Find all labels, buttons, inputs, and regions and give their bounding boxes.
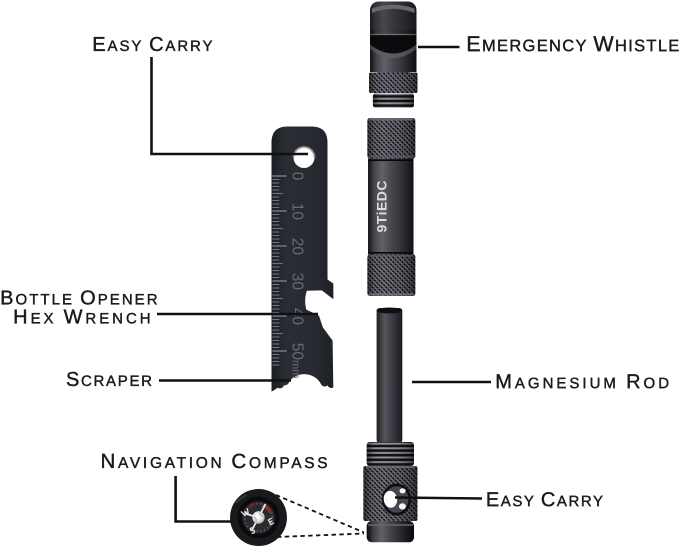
svg-text:EMERGENCY WHISTLE: EMERGENCY WHISTLE bbox=[466, 32, 679, 56]
svg-text:EASY CARRY: EASY CARRY bbox=[92, 34, 214, 56]
svg-text:0: 0 bbox=[289, 172, 306, 181]
svg-text:10: 10 bbox=[289, 203, 306, 221]
svg-text:40: 40 bbox=[289, 308, 306, 326]
svg-text:HEX WRENCH: HEX WRENCH bbox=[13, 306, 153, 328]
svg-text:SCRAPER: SCRAPER bbox=[66, 369, 154, 391]
svg-text:30: 30 bbox=[289, 273, 306, 291]
svg-text:50mm: 50mm bbox=[289, 343, 306, 379]
svg-text:EASY CARRY: EASY CARRY bbox=[486, 489, 605, 511]
svg-text:20: 20 bbox=[289, 238, 306, 256]
svg-text:MAGNESIUM ROD: MAGNESIUM ROD bbox=[495, 371, 672, 393]
svg-text:9TiEDC: 9TiEDC bbox=[374, 180, 390, 233]
svg-text:NAVIGATION COMPASS: NAVIGATION COMPASS bbox=[100, 450, 330, 473]
svg-text:BOTTLE OPENER: BOTTLE OPENER bbox=[0, 287, 159, 309]
